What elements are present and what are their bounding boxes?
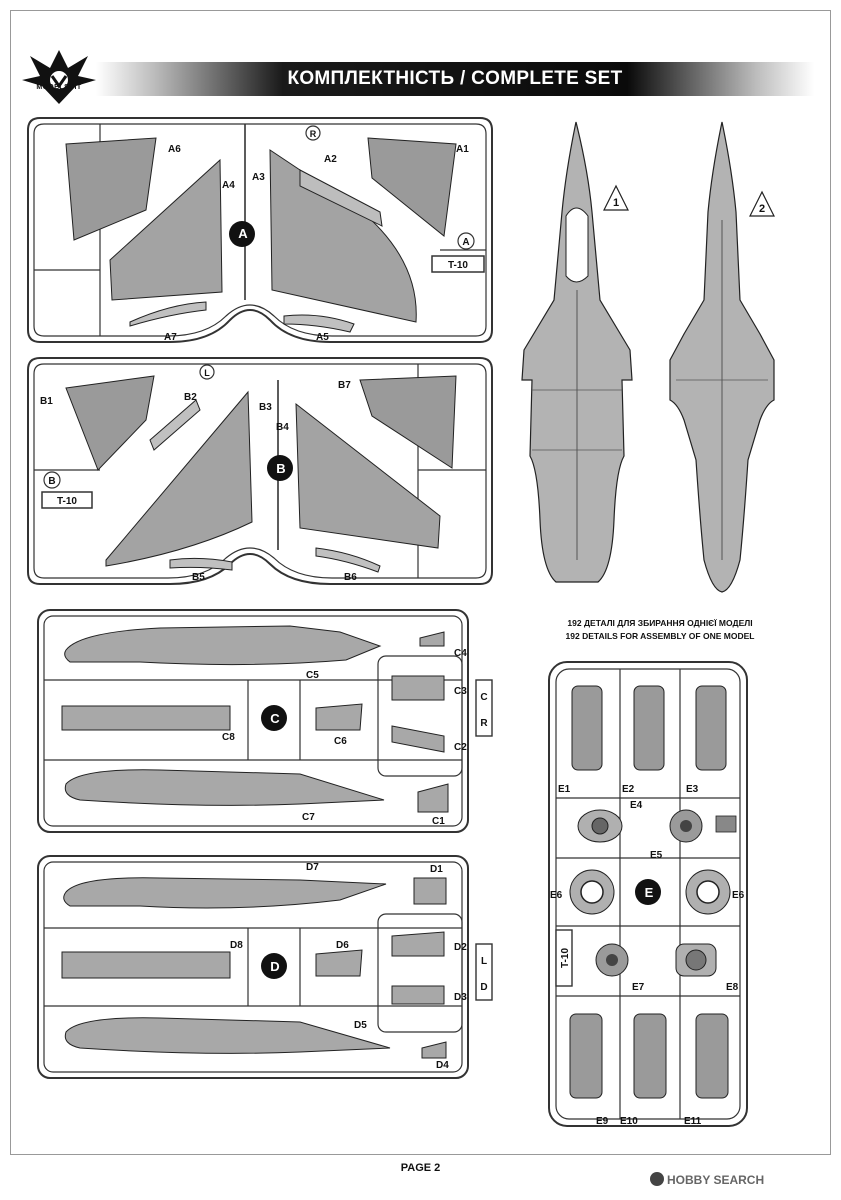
title-banner: КОМПЛЕКТНІСТЬ / COMPLETE SET [96, 62, 814, 96]
part-label-d8: D8 [230, 940, 243, 951]
sprue-d-letter-badge: D [480, 982, 487, 993]
part-label-e6-left: E6 [550, 890, 563, 901]
part-label-e6-right: E6 [732, 890, 745, 901]
page-frame [10, 10, 831, 1155]
sprue-d-frame [37, 855, 469, 1079]
sprue-a-letter: A [238, 226, 248, 241]
sprue-c-letter-badge: C [480, 692, 487, 703]
part-label-a5: A5 [316, 332, 329, 343]
part-label-c8: C8 [222, 732, 235, 743]
sprue-d-side-mark: L [481, 956, 487, 967]
hobby-search-logo-icon [650, 1172, 664, 1186]
part-label-e7: E7 [632, 982, 645, 993]
sprue-a-side-mark: R [310, 129, 317, 139]
view-number-2: 2 [759, 203, 765, 215]
part-label-b2: B2 [184, 392, 197, 403]
part-label-e9: E9 [596, 1116, 609, 1127]
part-label-c4: C4 [454, 648, 467, 659]
part-label-a1: A1 [456, 144, 469, 155]
sprue-e-tag: T-10 [560, 948, 571, 968]
part-label-d6: D6 [336, 940, 349, 951]
part-label-e4: E4 [630, 800, 643, 811]
sprue-e-parts [555, 685, 737, 1099]
sprue-c-frame [37, 609, 469, 833]
part-label-d7: D7 [306, 862, 319, 873]
part-label-b1: B1 [40, 396, 53, 407]
fuselage-view-2 [669, 121, 775, 593]
sprue-e-letter: E [645, 885, 654, 900]
sprue-d-parts [61, 877, 493, 1059]
sprue-c-side-mark: R [480, 718, 488, 729]
part-label-d3: D3 [454, 992, 467, 1003]
part-label-a3: A3 [252, 172, 265, 183]
part-label-b7: B7 [338, 380, 351, 391]
part-label-c3: C3 [454, 686, 467, 697]
logo-emblem-icon [22, 50, 96, 104]
part-label-e1: E1 [558, 784, 571, 795]
part-label-c6: C6 [334, 736, 347, 747]
part-label-b4: B4 [276, 422, 289, 433]
sprue-d-letter: D [270, 959, 279, 974]
page-number: PAGE 2 [400, 1162, 441, 1174]
part-label-d1: D1 [430, 864, 443, 875]
sprue-b-letter: B [276, 461, 285, 476]
watermark-text: HOBBY SEARCH [667, 1173, 765, 1187]
details-line-ua: 192 ДЕТАЛІ ДЛЯ ЗБИРАННЯ ОДНІЄЇ МОДЕЛІ [567, 618, 753, 628]
part-label-d5: D5 [354, 1020, 367, 1031]
part-label-c5: C5 [306, 670, 319, 681]
details-note: 192 ДЕТАЛІ ДЛЯ ЗБИРАННЯ ОДНІЄЇ МОДЕЛІ 19… [520, 617, 800, 643]
part-label-a6: A6 [168, 144, 181, 155]
part-label-b3: B3 [259, 402, 272, 413]
part-label-d2: D2 [454, 942, 467, 953]
part-label-c1: C1 [432, 816, 445, 827]
sprue-a-letter-badge: A [462, 237, 469, 248]
part-label-a4: A4 [222, 180, 235, 191]
sprue-e-frame [548, 661, 748, 1127]
part-label-e3: E3 [686, 784, 699, 795]
sprue-a-tag: T-10 [448, 260, 468, 271]
part-label-b6: B6 [344, 572, 357, 583]
sprue-c-parts [61, 625, 493, 813]
sprue-a-frame [27, 117, 493, 343]
part-label-c7: C7 [302, 812, 315, 823]
sprue-c-letter: C [270, 711, 280, 726]
details-line-en: 192 DETAILS FOR ASSEMBLY OF ONE MODEL [565, 631, 755, 641]
part-label-b5: B5 [192, 572, 205, 583]
watermark: HOBBY SEARCH [650, 1172, 764, 1187]
part-label-e2: E2 [622, 784, 635, 795]
part-label-a7: A7 [164, 332, 177, 343]
part-label-e5: E5 [650, 850, 663, 861]
part-label-e10: E10 [620, 1116, 638, 1127]
sprue-b-letter-badge: B [48, 476, 55, 487]
part-label-c2: C2 [454, 742, 467, 753]
page-title: КОМПЛЕКТНІСТЬ / COMPLETE SET [287, 68, 623, 89]
part-label-a2: A2 [324, 154, 337, 165]
logo-text: MODELSVIT [36, 84, 82, 91]
fuselage-view-1 [521, 121, 633, 583]
sprue-b-side-mark: L [204, 368, 210, 378]
brand-logo: MODELSVIT [18, 46, 100, 108]
sprue-b-parts [41, 375, 457, 573]
part-label-e8: E8 [726, 982, 739, 993]
part-label-e11: E11 [684, 1116, 702, 1127]
view-number-1: 1 [613, 197, 619, 209]
part-label-d4: D4 [436, 1060, 449, 1071]
sprue-a-parts [65, 137, 485, 333]
sprue-b-tag: T-10 [57, 496, 77, 507]
